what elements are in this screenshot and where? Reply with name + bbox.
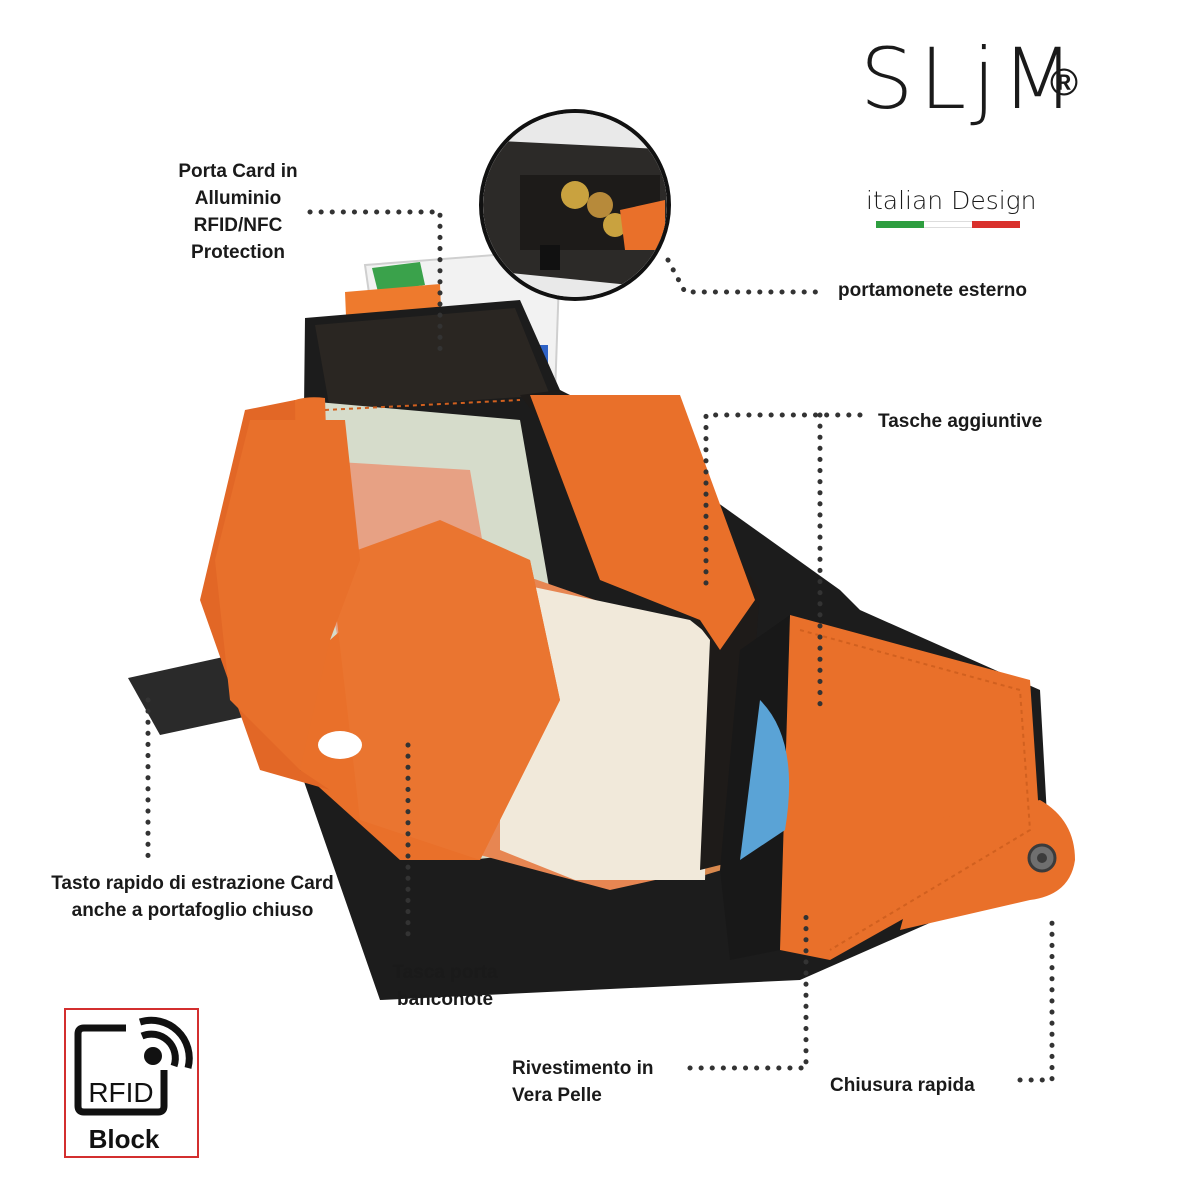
clasp-strap [900,800,1075,930]
leader-chiusura [1017,912,1055,1083]
label-line: Tasto rapido di estrazione Card [51,873,334,894]
label-chiusura: Chiusura rapida [830,1075,975,1096]
label-tasche: Tasche aggiuntive [878,411,1043,432]
rfid-block-badge: RFID Block [64,1008,199,1158]
label-portamonete: portamonete esterno [838,280,1027,301]
label-line: anche a portafoglio chiuso [71,900,314,921]
coin-pocket-zoom [479,109,671,301]
label-line: Vera Pelle [512,1085,602,1106]
registered-mark: ® [1050,62,1078,104]
label-tasto: Tasto rapido di estrazione Card anche a … [30,870,355,924]
brand-name: SLjM [860,30,1080,128]
label-line: Porta Card in [178,161,298,182]
block-text: Block [89,1124,160,1154]
rfid-signal-icon: RFID Block [74,1016,193,1154]
brand-tagline: italian Design [866,186,1037,215]
label-tasca: Tasca porta banconote [385,959,505,1013]
leader-portamonete [665,257,823,295]
label-line: Rivestimento in [512,1058,654,1079]
label-line: Protection [191,242,285,263]
thumb-notch [318,731,362,759]
leader-porta-card [307,209,443,358]
label-line: RFID/NFC [193,215,283,236]
id-card [740,700,790,860]
label-porta-card: Porta Card in Alluminio RFID/NFC Protect… [158,158,318,266]
leather-pocket-top [530,395,755,650]
rfid-text: RFID [88,1077,153,1108]
label-line: Alluminio [194,188,282,209]
leader-tasche-left [703,412,863,588]
label-line: banconote [396,989,494,1010]
label-line: Tasca porta [392,962,498,983]
label-rivestimento: Rivestimento in Vera Pelle [512,1055,653,1109]
leader-lines [145,209,1055,1083]
italian-flag-icon [876,221,1020,228]
